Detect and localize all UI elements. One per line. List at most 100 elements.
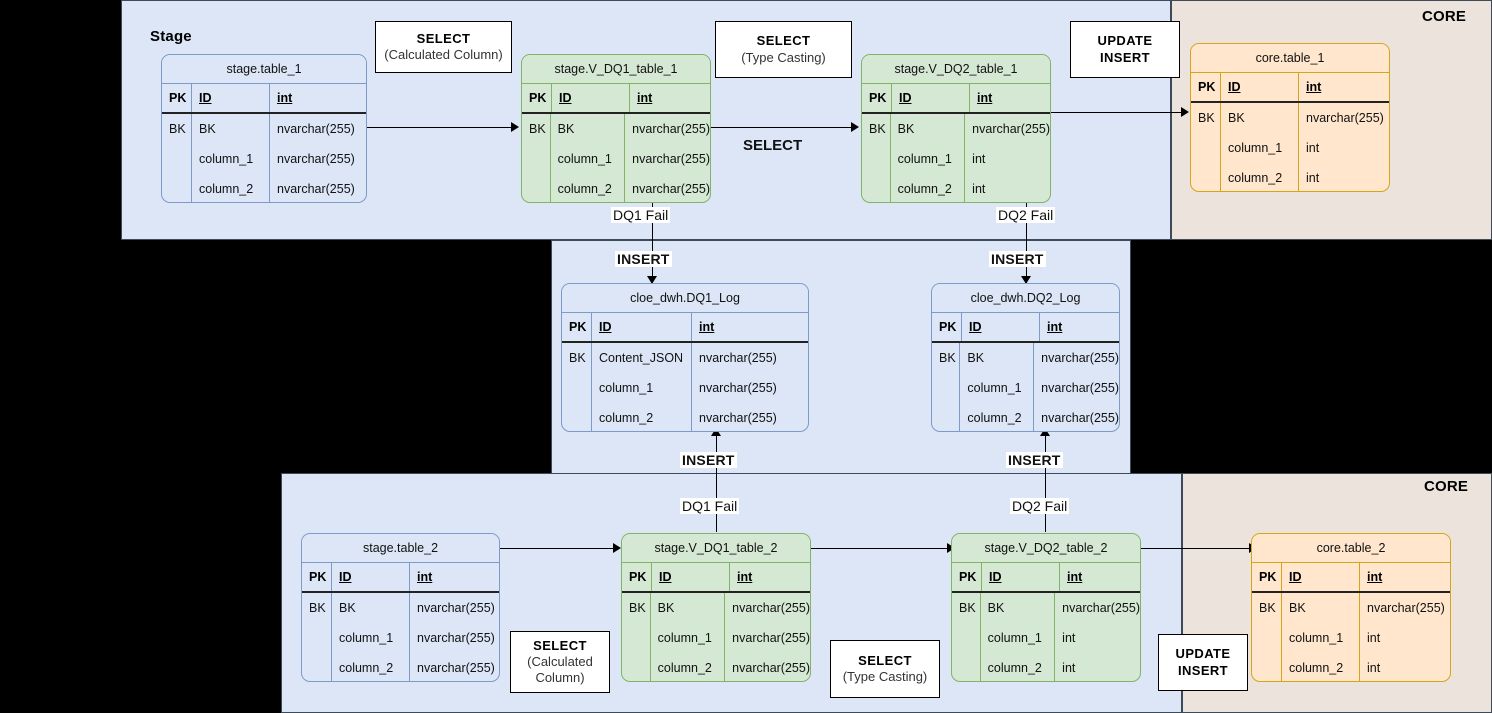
entity-key-column: BK [562, 343, 592, 431]
entity-key-cell [522, 144, 550, 174]
note-select-calculated-column-top[interactable]: SELECT (Calculated Column) [375, 21, 512, 73]
entity-field-name: column_2 [897, 182, 952, 196]
edge-stage1-to-dq1 [367, 127, 512, 128]
column-header-name: ID [1282, 563, 1360, 591]
entity-field-type: int [1306, 141, 1320, 155]
arrowhead-dq1-fail-top [647, 276, 657, 284]
entity-field-name: column_1 [967, 381, 1022, 395]
edge-label-insert-top-dq1: INSERT [615, 251, 672, 267]
entity-field-type: nvarchar(255) [732, 661, 810, 675]
column-header-key: PK [302, 563, 332, 591]
column-header-key: PK [862, 84, 892, 112]
note-select-type-casting-top[interactable]: SELECT (Type Casting) [715, 21, 852, 78]
arrowhead-dq1-to-dq2-top [851, 122, 859, 132]
note-select-calculated-column-bottom[interactable]: SELECT (Calculated Column) [510, 631, 610, 693]
zone-label-stage-top: Stage [150, 28, 192, 45]
entity-field-name: column_2 [987, 661, 1042, 675]
entity-field-type: int [1306, 171, 1320, 185]
entity-field-type: nvarchar(255) [417, 661, 495, 675]
entity-field-type: nvarchar(255) [277, 182, 355, 196]
edge-dq1-fail-bottom [716, 430, 717, 532]
entity-key-column: BK [522, 114, 551, 202]
edge-label-insert-bottom-dq1: INSERT [680, 452, 737, 468]
arrowhead-dq1-fail-bottom [711, 428, 721, 436]
edge-label-insert-bottom-dq2: INSERT [1006, 452, 1063, 468]
entity-key-cell [1252, 653, 1281, 681]
entity-field-name: BK [657, 601, 675, 615]
entity-field-name: column_2 [199, 182, 254, 196]
column-header-type: int [417, 570, 433, 584]
entity-field-name: BK [987, 601, 1005, 615]
entity-field-name: column_1 [897, 152, 952, 166]
entity-key-cell [1191, 133, 1220, 163]
entity-key-cell [952, 623, 980, 653]
entity-field-name: column_1 [1289, 631, 1344, 645]
entity-key-cell [862, 144, 890, 174]
entity-field-type: int [1062, 661, 1076, 675]
edge-label-insert-top-dq2: INSERT [989, 251, 1046, 267]
entity-key-cell: BK [869, 122, 886, 136]
entity-key-column: BK [862, 114, 891, 202]
note-line-1: SELECT [756, 33, 811, 49]
entity-type-column: nvarchar(255)nvarchar(255)nvarchar(255) [692, 343, 808, 431]
entity-field-type: nvarchar(255) [632, 152, 710, 166]
arrowhead-dq2-to-core-top [1181, 107, 1189, 117]
entity-field-name: column_2 [657, 661, 712, 675]
edge-label-dq1-fail-bottom: DQ1 Fail [680, 498, 740, 514]
entity-key-cell [932, 403, 959, 431]
entity-title: stage.table_1 [162, 55, 366, 84]
entity-field-type: nvarchar(255) [417, 631, 495, 645]
note-select-type-casting-bottom[interactable]: SELECT (Type Casting) [830, 640, 940, 698]
entity-key-cell [562, 373, 591, 403]
column-header-key: PK [522, 84, 552, 112]
entity-key-column: BK [952, 593, 981, 681]
note-line-1: UPDATE [1175, 646, 1231, 662]
column-header-name: ID [552, 84, 630, 112]
entity-key-cell: BK [529, 122, 546, 136]
entity-field-type: nvarchar(255) [277, 122, 355, 136]
entity-key-column: BK [622, 593, 651, 681]
entity-title: stage.V_DQ2_table_2 [952, 534, 1140, 563]
column-header-name: ID [652, 563, 730, 591]
column-header-type: int [1047, 320, 1063, 334]
column-header-type: int [1306, 80, 1322, 94]
column-header-key: PK [562, 313, 592, 341]
column-header-key: PK [162, 84, 192, 112]
entity-field-name: BK [199, 122, 216, 136]
entity-field-type: nvarchar(255) [732, 601, 810, 615]
entity-field-type: nvarchar(255) [277, 152, 355, 166]
entity-key-column: BK [932, 343, 961, 431]
note-update-insert-top[interactable]: UPDATE INSERT [1070, 21, 1180, 78]
entity-field-name: column_2 [339, 661, 394, 675]
entity-field-type: nvarchar(255) [1041, 381, 1119, 395]
entity-title: cloe_dwh.DQ2_Log [932, 284, 1119, 313]
note-update-insert-bottom[interactable]: UPDATE INSERT [1158, 634, 1248, 691]
entity-field-name: BK [557, 122, 575, 136]
entity-field-type: nvarchar(255) [699, 351, 777, 365]
entity-field-name: column_1 [557, 152, 612, 166]
